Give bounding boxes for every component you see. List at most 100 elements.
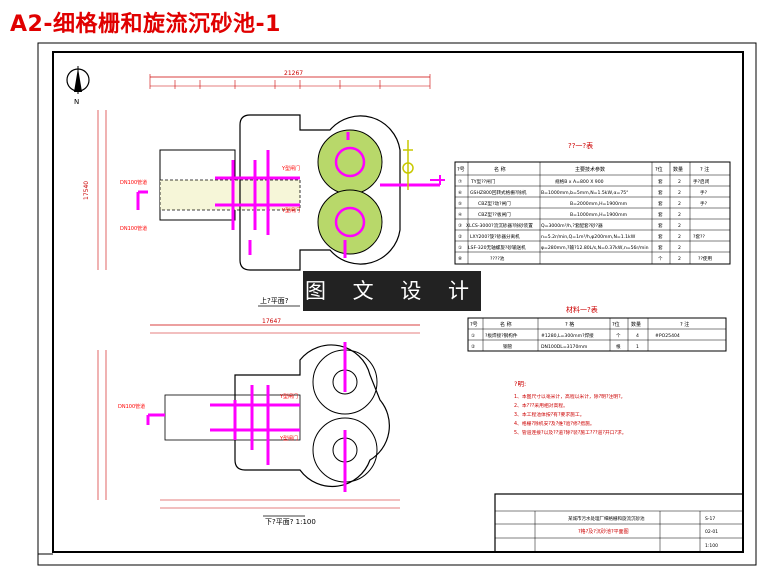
table-row: ⑦ <box>458 179 462 185</box>
note-item: 2、本???采用相对高程。 <box>514 402 568 409</box>
materials-table-title: 材料一?表 <box>566 305 598 314</box>
svg-text:DN100管道: DN100管道 <box>118 403 145 410</box>
table-row: Q=3000m³/h,?套配套?砂?器 <box>541 222 603 229</box>
north-arrow-icon <box>66 66 90 94</box>
note-item: 5、管道连接?以及??道?除?装?施工???道?开口?求。 <box>514 429 627 436</box>
table-row: DN100DL=3170mm <box>541 344 588 350</box>
table-row: ????池 <box>490 255 505 262</box>
table-row: #PO25404 <box>655 333 680 339</box>
table-row: 2 <box>678 234 681 240</box>
table-row: 2 <box>678 201 681 207</box>
mat-header-name: 名 称 <box>500 321 512 328</box>
table-row: 4 <box>636 333 639 339</box>
equip-header-spec: 主要技术参数 <box>575 166 605 173</box>
note-item: 3、本工程池体按?有?要求施工。 <box>514 411 585 418</box>
watermark-stamp: 图 文 设 计 <box>303 271 481 311</box>
table-row: 2 <box>678 245 681 251</box>
table-row: 手?启闭 <box>693 178 710 185</box>
mat-header-spec: ? 格 <box>565 321 574 328</box>
notes-title: ?明: <box>514 380 526 388</box>
table-row: TY型??闸门 <box>470 178 496 185</box>
notes-block: ?明: 1、本图尺寸以毫米计，高程以米计，除?明?注明?。 2、本???采用相对… <box>514 380 627 436</box>
table-row: CBZ型??板闸门 <box>478 211 511 218</box>
table-row: LSF-320无轴螺旋?砂输送机 <box>468 244 526 251</box>
table-row: ② <box>458 234 462 240</box>
table-row: 套 <box>658 189 663 196</box>
svg-text:Y型闸门: Y型闸门 <box>281 165 300 172</box>
table-row: n=5.2r/min,Q=1m³/h,φ200mm,N=1.1kW <box>541 234 636 240</box>
equip-header-name: 名 称 <box>494 166 506 173</box>
table-row: ① <box>471 333 475 339</box>
table-row: ?板焊接?钢构件 <box>485 332 518 339</box>
table-row: #1280,L=300mm?焊接 <box>541 332 594 339</box>
table-row: XLCS-3000?流沉砂器?除砂装置 <box>466 222 533 229</box>
title-block-project: 某城市污水处理厂细格栅和旋流沉砂池 <box>568 515 645 522</box>
mat-header-unit: ?位 <box>612 321 620 328</box>
mat-header-no: ?号 <box>470 322 478 328</box>
table-row: 手? <box>700 200 708 207</box>
note-item: 4、格栅?除机安?及?维?验?修?措施。 <box>514 420 595 427</box>
table-row: CBZ型?动?闸门 <box>478 200 511 207</box>
table-row: 2 <box>678 223 681 229</box>
equip-header-unit: ?位 <box>655 166 663 173</box>
north-label: N <box>74 98 79 106</box>
table-row: B=2000mm,H=1900mm <box>570 201 628 207</box>
equip-header-no: ?号 <box>457 167 465 173</box>
svg-text:Y型闸门: Y型闸门 <box>281 207 300 214</box>
svg-text:DN100管道: DN100管道 <box>120 225 147 232</box>
table-row: 规格B x A=800 X 900 <box>555 178 604 185</box>
title-block: 某城市污水处理厂细格栅和旋流沉砂池 ?格?及?沉砂池?平面图 S-17 02-0… <box>494 493 744 553</box>
table-row: 2 <box>678 256 681 262</box>
mat-header-note: ? 注 <box>680 321 689 328</box>
table-row: ?套?? <box>693 233 705 240</box>
bottom-plan-label: 下?平面? 1:100 <box>265 518 316 526</box>
table-row: ??使用 <box>698 255 712 262</box>
table-row: 2 <box>678 190 681 196</box>
table-row: 个 <box>658 256 663 262</box>
table-row: ⑤ <box>458 201 462 207</box>
table-row: ① <box>458 245 462 251</box>
table-row: ③ <box>458 223 462 229</box>
table-row: LXY200?旋?砂器分离机 <box>470 233 520 240</box>
table-row: GSHZ800回转式格栅?除机 <box>470 189 527 196</box>
inner-frame <box>52 51 744 553</box>
equip-header-note: ? 注 <box>700 166 709 173</box>
top-plan: 21267 17540 Y型闸门 Y型闸门 <box>83 70 445 307</box>
table-row: 套 <box>658 178 663 185</box>
bottom-total-dim: 17647 <box>262 318 281 325</box>
title-block-drawing-no: S-17 <box>705 516 715 522</box>
equipment-table-title: ??一?表 <box>568 141 593 150</box>
note-item: 1、本图尺寸以毫米计，高程以米计，除?明?注明?。 <box>514 393 625 400</box>
equipment-table: ??一?表 ?号 名 称 主要技术参数 ?位 数量 ? 注 ⑦ <box>454 141 731 265</box>
svg-text:DN100管道: DN100管道 <box>120 179 147 186</box>
table-row: 个 <box>616 333 621 339</box>
table-row: ⑧ <box>458 256 462 262</box>
top-total-dim: 21267 <box>284 70 303 77</box>
table-row: 1 <box>636 344 639 350</box>
table-row: ④ <box>458 212 462 218</box>
title-block-scale: 1:100 <box>705 543 718 549</box>
equip-header-qty: 数量 <box>673 166 683 173</box>
table-row: 套 <box>658 222 663 229</box>
svg-text:Y型闸门: Y型闸门 <box>279 435 298 442</box>
top-plan-label: 上?平面? <box>260 296 289 305</box>
materials-table: 材料一?表 ?号 名 称 ? 格 ?位 数量 ? 注 ① ?板焊接?钢构件 #1… <box>467 305 727 352</box>
table-row: 套 <box>658 211 663 218</box>
title-block-drawing: ?格?及?沉砂池?平面图 <box>578 528 629 535</box>
outer-frame <box>37 42 757 566</box>
top-height-dim: 17540 <box>83 181 90 200</box>
table-row: ② <box>471 344 475 350</box>
page-title: A2-细格栅和旋流沉砂池-1 <box>10 12 281 37</box>
mat-header-qty: 数量 <box>631 321 641 328</box>
svg-text:Y型闸门: Y型闸门 <box>279 393 298 400</box>
table-row: 套 <box>658 244 663 251</box>
bottom-plan: 17647 Y型闸门 Y型闸门 DN100管道 下?平面? 1:100 <box>97 318 420 526</box>
table-row: 套 <box>658 233 663 240</box>
table-row: 手? <box>700 189 708 196</box>
title-block-sheet: 02-01 <box>705 529 718 535</box>
table-row: B=1000mm,H=1900mm <box>570 212 628 218</box>
table-row: ⑥ <box>458 190 462 196</box>
table-row: 2 <box>678 179 681 185</box>
table-row: 套 <box>658 200 663 207</box>
